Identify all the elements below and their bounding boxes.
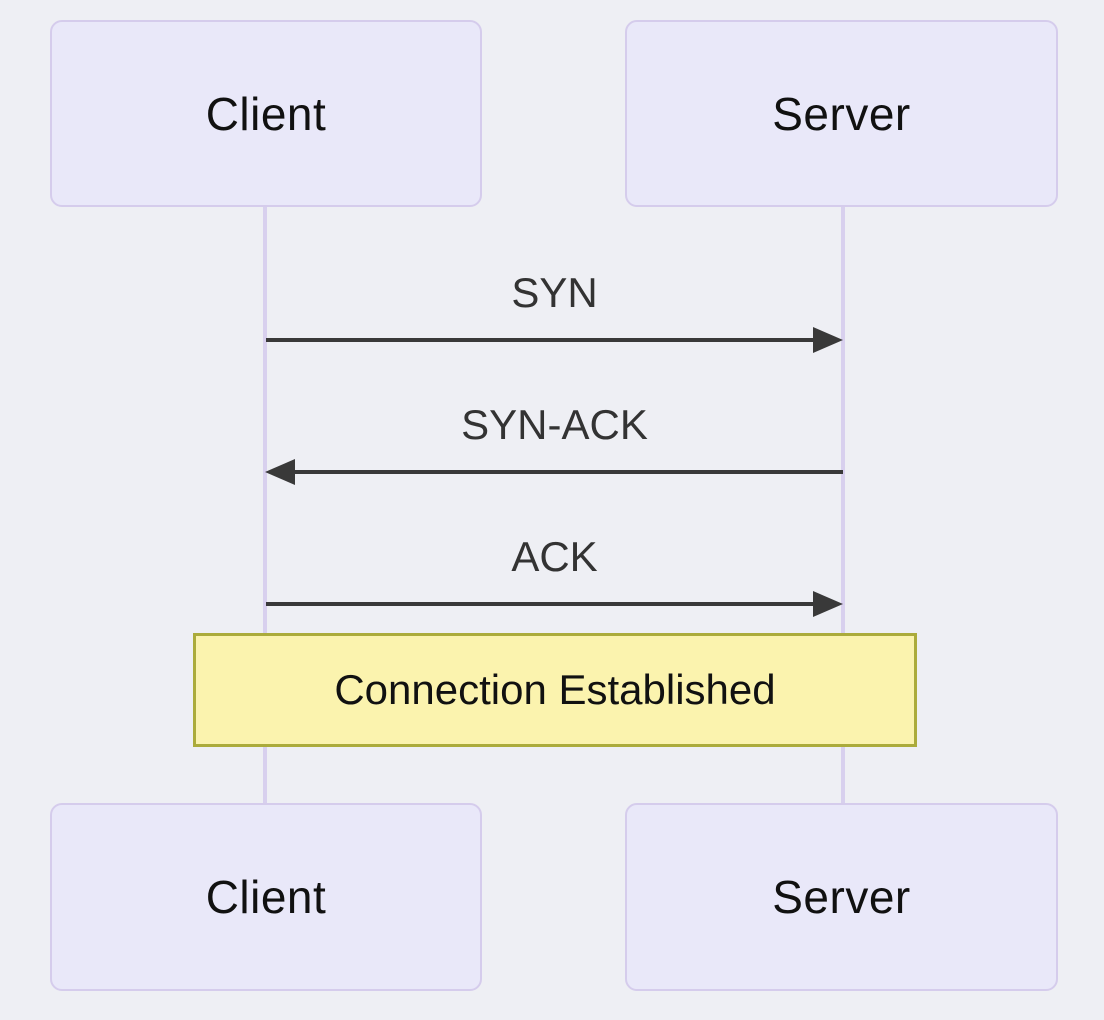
actor-label-server: Server (772, 871, 911, 923)
lifeline-client (263, 207, 267, 803)
arrow-head-right-icon (813, 591, 843, 617)
actor-box-client-top: Client (50, 20, 482, 207)
note-label: Connection Established (334, 666, 776, 713)
lifeline-server (841, 207, 845, 803)
arrow-line-ack (266, 602, 814, 606)
message-label-ack: ACK (511, 533, 598, 580)
message-label-syn: SYN (511, 269, 598, 316)
actor-label-client: Client (205, 87, 327, 140)
actor-box-server-top: Server (625, 20, 1058, 207)
actor-box-server-bottom: Server (625, 803, 1058, 991)
arrow-head-right-icon (813, 327, 843, 353)
actor-box-client-bottom: Client (50, 803, 482, 991)
actor-label-server: Server (772, 87, 911, 140)
note-box: Connection Established (193, 633, 917, 747)
arrow-head-left-icon (265, 459, 295, 485)
actor-label-client: Client (205, 871, 327, 923)
message-label-syn-ack: SYN-ACK (461, 401, 648, 448)
arrow-line-syn (266, 338, 814, 342)
arrow-line-syn-ack (295, 470, 843, 474)
